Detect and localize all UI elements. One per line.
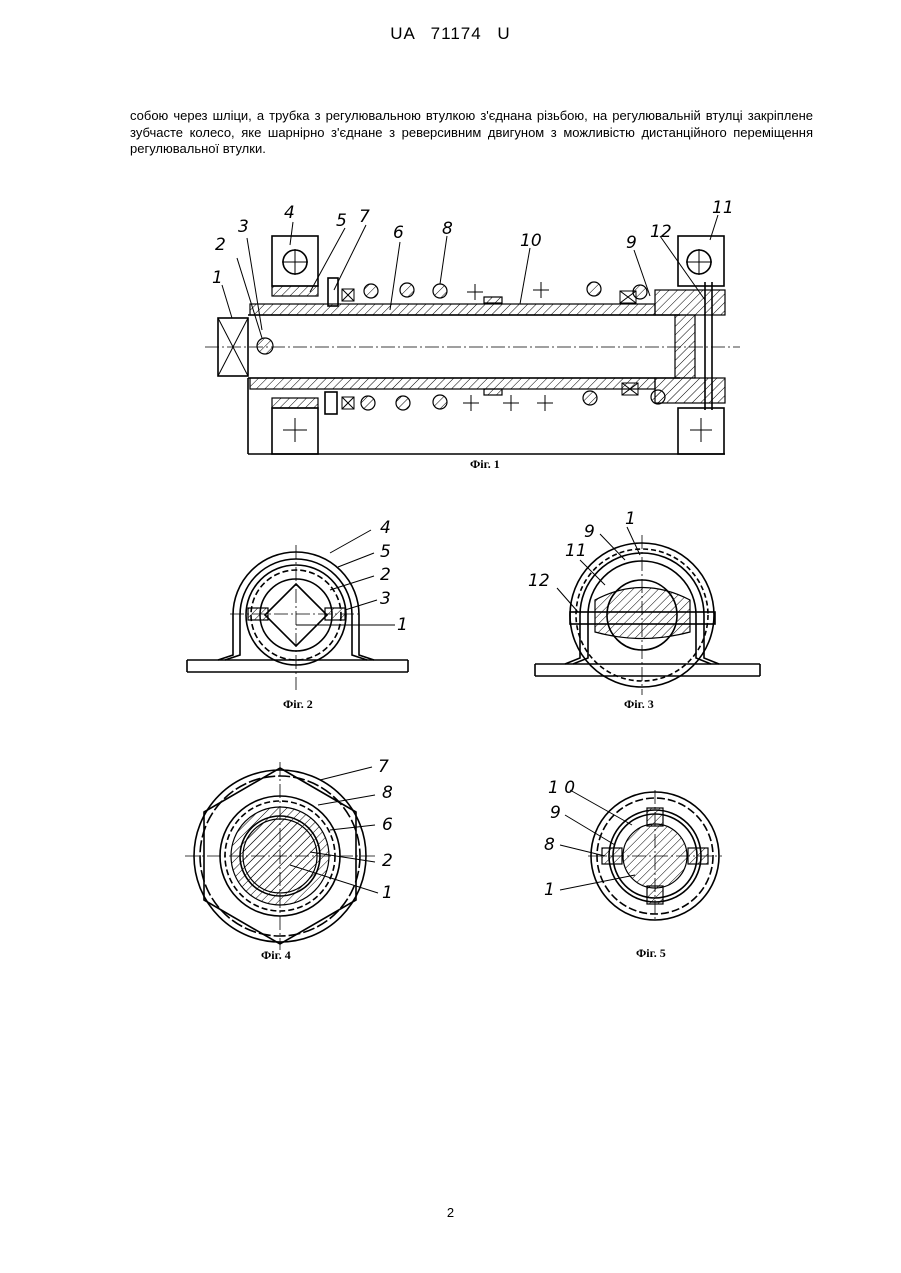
svg-text:9: 9 xyxy=(550,803,561,823)
figure-5-caption: Фіг. 5 xyxy=(636,946,666,961)
svg-text:1: 1 xyxy=(544,880,555,900)
svg-text:8: 8 xyxy=(544,835,555,855)
svg-text:1 0: 1 0 xyxy=(548,778,575,798)
figure-5-drawing: 1 0 9 8 1 xyxy=(0,0,901,980)
page-number: 2 xyxy=(0,1205,901,1220)
